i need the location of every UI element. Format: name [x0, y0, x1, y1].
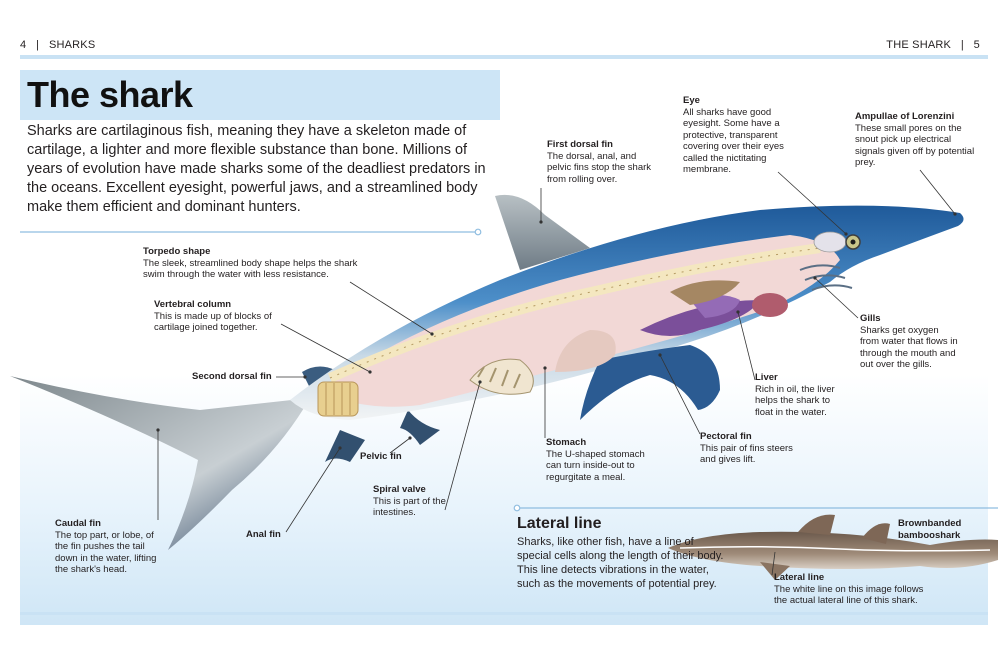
- label-title: Second dorsal fin: [192, 371, 272, 382]
- page-number-left: 4: [20, 39, 27, 51]
- label-desc: The sleek, streamlined body shape helps …: [143, 257, 358, 281]
- label-vertebral-column: Vertebral column This is made up of bloc…: [154, 299, 284, 334]
- label-desc: The dorsal, anal, and pelvic fins stop t…: [547, 150, 652, 185]
- page-number-right: 5: [973, 39, 980, 51]
- label-desc: The top part, or lobe, of the fin pushes…: [55, 529, 157, 576]
- label-spiral-valve: Spiral valve This is part of the intesti…: [373, 484, 458, 519]
- label-title: Eye: [683, 95, 700, 106]
- label-title: Gills: [860, 313, 881, 324]
- label-desc: This is part of the intestines.: [373, 495, 446, 519]
- label-lateral-line-caption: Lateral line The white line on this imag…: [774, 572, 934, 607]
- label-liver: Liver Rich in oil, the liver helps the s…: [755, 372, 850, 418]
- label-eye: Eye All sharks have good eyesight. Some …: [683, 95, 788, 176]
- page-header-right: THE SHARK | 5: [886, 39, 980, 51]
- label-title: First dorsal fin: [547, 139, 613, 150]
- label-desc: These small pores on the snout pick up e…: [855, 122, 975, 169]
- label-pectoral-fin: Pectoral fin This pair of fins steers an…: [700, 431, 795, 466]
- header-rule: [20, 55, 988, 59]
- label-stomach: Stomach The U-shaped stomach can turn in…: [546, 437, 651, 483]
- label-pelvic-fin: Pelvic fin: [360, 451, 420, 463]
- label-desc: This pair of fins steers and gives lift.: [700, 442, 793, 466]
- title-box: [20, 70, 500, 120]
- label-desc: The white line on this image follows the…: [774, 583, 924, 607]
- intro-paragraph: Sharks are cartilaginous fish, meaning t…: [27, 123, 486, 215]
- label-anal-fin: Anal fin: [246, 529, 296, 541]
- bottom-rule: [20, 612, 988, 615]
- label-title: Anal fin: [246, 529, 281, 540]
- label-title: Ampullae of Lorenzini: [855, 111, 955, 122]
- label-desc: The U-shaped stomach can turn inside-out…: [546, 448, 645, 483]
- label-torpedo-shape: Torpedo shape The sleek, streamlined bod…: [143, 246, 368, 281]
- label-brownbanded-bambooshark: Brownbanded bambooshark: [898, 518, 962, 541]
- label-title: Stomach: [546, 437, 587, 448]
- label-desc: Rich in oil, the liver helps the shark t…: [755, 383, 835, 418]
- label-title: Torpedo shape: [143, 246, 211, 257]
- lateral-line-heading: Lateral line: [517, 515, 602, 532]
- label-gills: Gills Sharks get oxygen from water that …: [860, 313, 960, 371]
- label-desc: Sharks get oxygen from water that flows …: [860, 324, 958, 371]
- label-title: Pectoral fin: [700, 431, 752, 442]
- page-header-left: 4 | SHARKS: [20, 39, 96, 51]
- label-caudal-fin: Caudal fin The top part, or lobe, of the…: [55, 518, 160, 576]
- lateral-line-body: Sharks, like other fish, have a line of …: [517, 536, 724, 590]
- label-title: Caudal fin: [55, 518, 101, 529]
- label-first-dorsal-fin: First dorsal fin The dorsal, anal, and p…: [547, 139, 657, 185]
- label-title: Liver: [755, 372, 778, 383]
- label-desc: This is made up of blocks of cartilage j…: [154, 310, 272, 334]
- label-title: Pelvic fin: [360, 451, 402, 462]
- label-second-dorsal-fin: Second dorsal fin: [192, 371, 287, 383]
- bambooshark-illustration: [668, 514, 998, 580]
- label-ampullae-of-lorenzini: Ampullae of Lorenzini These small pores …: [855, 111, 975, 169]
- label-title: Spiral valve: [373, 484, 426, 495]
- label-desc: All sharks have good eyesight. Some have…: [683, 106, 784, 176]
- section-title-right: THE SHARK: [886, 39, 952, 51]
- label-title: Lateral line: [774, 572, 825, 583]
- label-title: Vertebral column: [154, 299, 232, 310]
- section-title-left: SHARKS: [48, 39, 96, 51]
- page-title: The shark: [27, 74, 193, 115]
